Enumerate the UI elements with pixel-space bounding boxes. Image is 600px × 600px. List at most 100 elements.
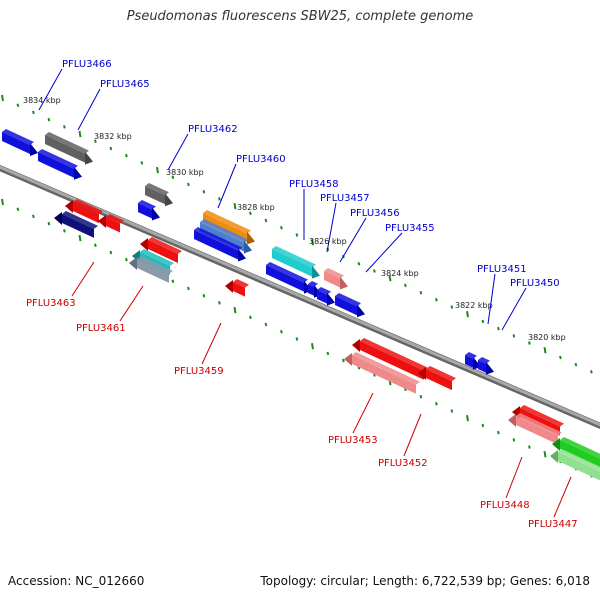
kbp-label: 3828 kbp xyxy=(237,203,275,212)
genome-summary-text: Topology: circular; Length: 6,722,539 bp… xyxy=(260,574,590,588)
gene-label[interactable]: PFLU3460 xyxy=(236,154,286,165)
gene-arrow-top xyxy=(145,183,169,196)
leader-line-bottom xyxy=(553,476,572,518)
map-title: Pseudomonas fluorescens SBW25, complete … xyxy=(126,9,474,24)
gene-arrow-head xyxy=(247,231,255,245)
gene-arrow-head xyxy=(312,265,320,279)
tick-mark xyxy=(16,207,20,211)
leader-line-top xyxy=(487,273,496,325)
gene-arrow-top xyxy=(352,352,420,385)
gene-label[interactable]: PFLU3465 xyxy=(100,79,150,90)
gene-label[interactable]: PFLU3450 xyxy=(510,278,560,289)
gene-arrow xyxy=(335,296,357,316)
tick-mark xyxy=(171,279,175,284)
gene-label[interactable]: PFLU3447 xyxy=(528,519,578,530)
tick-mark xyxy=(264,322,268,327)
gene-arrow-top xyxy=(335,293,361,307)
leader-line-bottom xyxy=(71,261,95,297)
gene-arrow-head xyxy=(129,257,137,270)
tick-mark xyxy=(264,218,268,223)
gene-label[interactable]: PFLU3462 xyxy=(188,124,238,135)
tick-mark xyxy=(543,347,547,354)
gene-arrow-top xyxy=(478,357,490,364)
gene-label[interactable]: PFLU3452 xyxy=(378,458,428,469)
gene-arrow-top xyxy=(138,200,156,210)
gene-label[interactable]: PFLU3463 xyxy=(26,298,76,309)
tick-mark xyxy=(249,211,252,216)
tick-mark xyxy=(233,306,237,314)
gene-arrow xyxy=(465,355,473,368)
tick-mark xyxy=(419,394,423,399)
gene-arrow-head xyxy=(30,143,38,157)
gene-arrow-head xyxy=(340,276,348,290)
tick-mark xyxy=(326,351,330,356)
tick-row-top xyxy=(1,94,593,374)
gene-arrow-head xyxy=(225,280,233,293)
gene-arrow xyxy=(106,217,120,233)
leader-line-top xyxy=(38,68,63,111)
gene-arrow xyxy=(233,282,245,297)
tick-mark xyxy=(202,189,206,194)
tick-mark xyxy=(481,423,485,428)
gene-arrow xyxy=(426,369,452,391)
gene-arrow-top xyxy=(194,227,242,251)
tick-mark xyxy=(78,234,82,242)
gene-arrow-head xyxy=(74,166,82,180)
tick-mark xyxy=(94,243,97,248)
accession-text: Accession: NC_012660 xyxy=(8,574,145,588)
gene-arrow-top xyxy=(272,246,316,268)
tick-mark xyxy=(1,94,4,102)
leader-line-top xyxy=(77,88,101,131)
tick-mark xyxy=(295,337,299,341)
gene-arrow xyxy=(266,265,304,292)
gene-label[interactable]: PFLU3448 xyxy=(480,500,530,511)
gene-label[interactable]: PFLU3455 xyxy=(385,223,435,234)
gene-arrow-top xyxy=(317,287,331,295)
tick-mark xyxy=(109,250,113,255)
gene-arrow-head xyxy=(552,438,560,451)
gene-label[interactable]: PFLU3458 xyxy=(289,179,339,190)
tick-mark xyxy=(574,362,578,367)
gene-arrow xyxy=(194,230,238,260)
gene-arrow xyxy=(478,360,486,373)
tick-mark xyxy=(125,257,128,262)
gene-arrow-head xyxy=(54,212,62,225)
tick-mark xyxy=(311,238,314,246)
tick-mark xyxy=(512,334,516,338)
tick-mark xyxy=(404,283,407,288)
tick-mark xyxy=(497,430,500,435)
gene-label[interactable]: PFLU3459 xyxy=(174,366,224,377)
gene-label[interactable]: PFLU3456 xyxy=(350,208,400,219)
gene-arrow-top xyxy=(560,437,600,459)
gene-label[interactable]: PFLU3453 xyxy=(328,435,378,446)
gene-arrow xyxy=(324,271,340,288)
leader-line-bottom xyxy=(201,322,222,365)
gene-arrow xyxy=(352,355,416,394)
kbp-label: 3834 kbp xyxy=(23,96,61,105)
leader-line-top xyxy=(501,287,527,331)
tick-mark xyxy=(202,293,206,298)
gene-label[interactable]: PFLU3466 xyxy=(62,59,112,70)
leader-line-top xyxy=(326,202,337,253)
gene-arrow-head xyxy=(418,367,426,380)
gene-arrow xyxy=(138,203,152,219)
leader-line-top xyxy=(217,163,237,209)
gene-arrow xyxy=(558,452,600,481)
gene-arrow-top xyxy=(203,210,251,234)
tick-mark xyxy=(466,311,469,318)
tick-mark xyxy=(187,286,190,291)
tick-mark xyxy=(78,130,82,138)
leader-line-top xyxy=(167,133,189,171)
gene-label[interactable]: PFLU3461 xyxy=(76,323,126,334)
kbp-label: 3820 kbp xyxy=(528,333,566,342)
tick-mark xyxy=(528,445,531,449)
leader-line-top xyxy=(365,232,403,273)
tick-mark xyxy=(280,225,283,230)
gene-arrow xyxy=(317,290,327,304)
tick-mark xyxy=(388,275,392,282)
gene-label[interactable]: PFLU3451 xyxy=(477,264,527,275)
tick-mark xyxy=(435,402,438,406)
gene-label[interactable]: PFLU3457 xyxy=(320,193,370,204)
